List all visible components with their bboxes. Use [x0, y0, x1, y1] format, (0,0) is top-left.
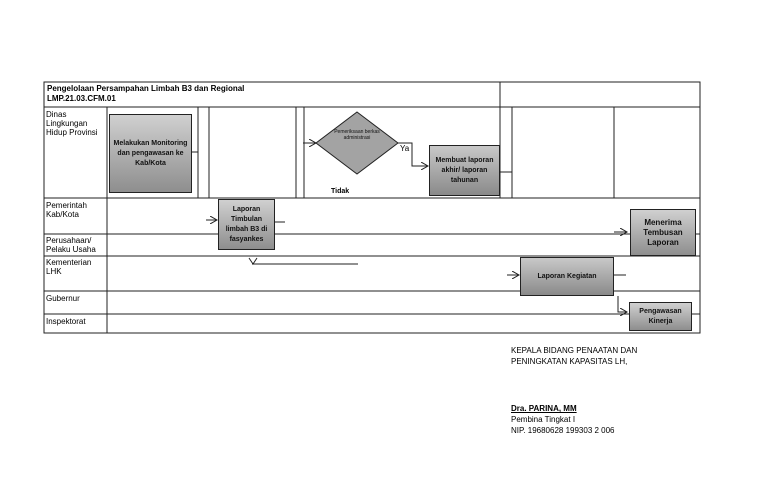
lane-label-gubernur: Gubernur — [46, 294, 80, 303]
lane-label-dinas: Dinas Lingkungan Hidup Provinsi — [46, 110, 98, 137]
lane-label-pemkab: Pemerintah Kab/Kota — [46, 201, 87, 219]
document-code: LMP.21.03.CFM.01 — [47, 94, 116, 103]
signature-name: Dra. PARINA, MM — [511, 404, 577, 413]
lane-label-perusahaan: Perusahaan/ Pelaku Usaha — [46, 236, 96, 254]
process-waste-report: Laporan Timbulan limbah B3 di fasyankes — [218, 199, 275, 250]
connector-v-mark — [248, 257, 258, 265]
chart-title: Pengelolaan Persampahan Limbah B3 dan Re… — [47, 84, 245, 93]
signature-position-line1: KEPALA BIDANG PENAATAN DAN — [511, 346, 638, 355]
process-monitoring: Melakukan Monitoring dan pengawasan ke K… — [109, 114, 192, 193]
process-final-report: Membuat laporan akhir/ laporan tahunan — [429, 145, 500, 196]
branch-yes-label: Ya — [400, 144, 410, 153]
lane-label-inspektorat: Inspektorat — [46, 317, 86, 326]
process-activity-report: Laporan Kegiatan — [520, 257, 614, 296]
lane-label-klhk: Kementerian LHK — [46, 258, 92, 276]
decision-label: Pemeriksaan berkas administrasi — [334, 129, 380, 141]
signature-rank: Pembina Tingkat I — [511, 415, 576, 424]
table-grid — [43, 81, 701, 334]
process-performance: Pengawasan Kinerja — [629, 302, 692, 331]
signature-position-line2: PENINGKATAN KAPASITAS LH, — [511, 357, 628, 366]
decision-diamond — [315, 111, 399, 175]
branch-no-label: Tidak — [331, 188, 350, 195]
process-receive-copy: Menerima Tembusan Laporan — [630, 209, 696, 256]
signature-nip: NIP. 19680628 199303 2 006 — [511, 426, 615, 435]
connectors — [192, 143, 627, 312]
